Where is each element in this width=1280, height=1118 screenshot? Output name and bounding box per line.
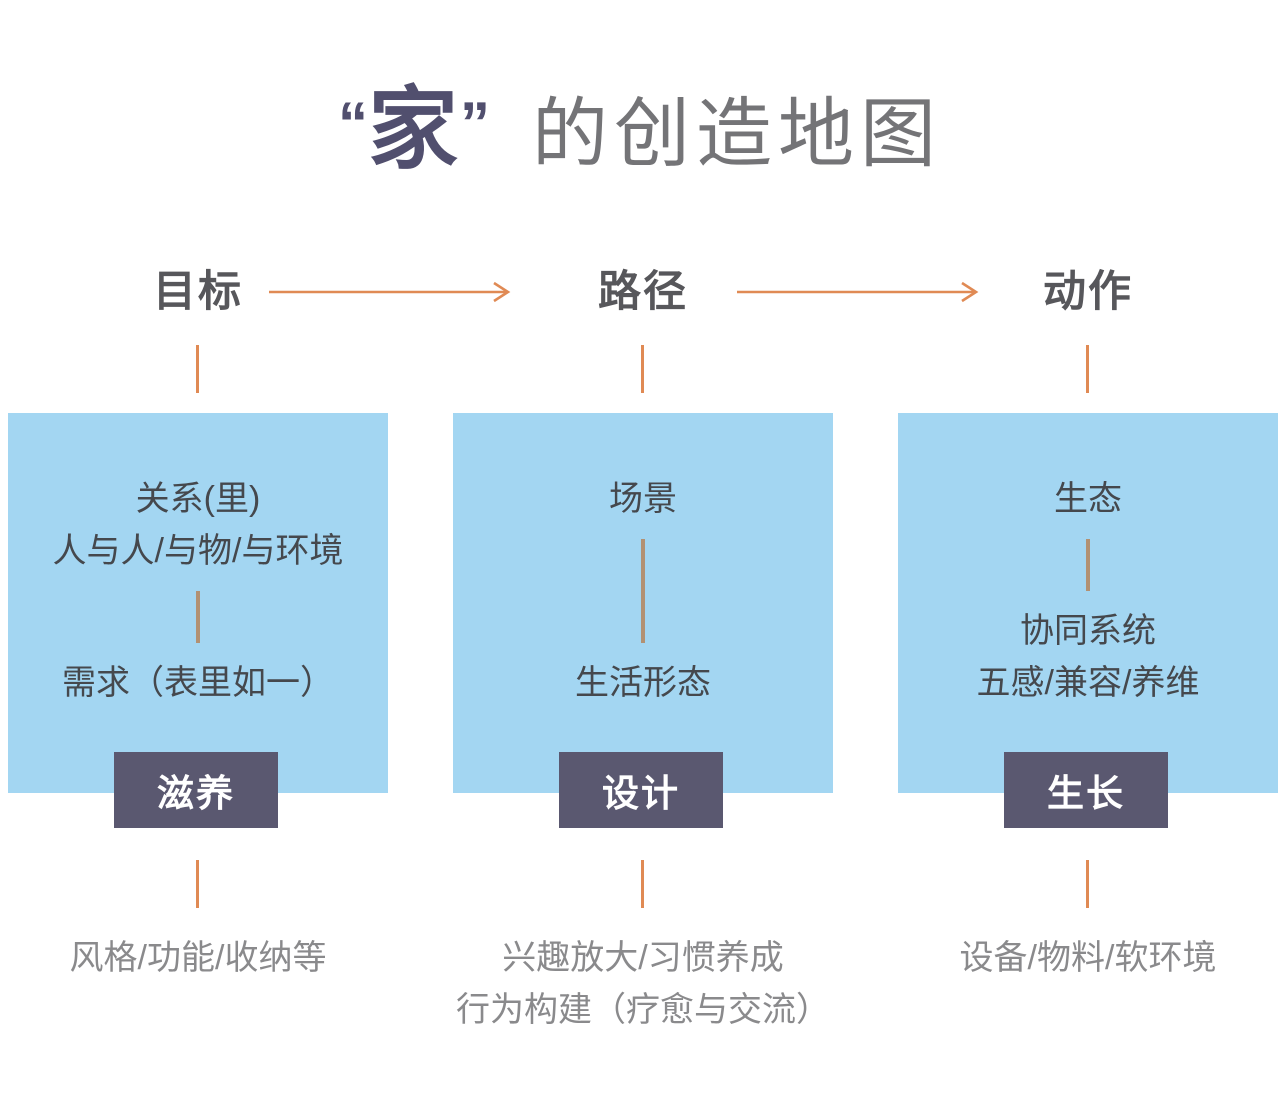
connector-path-bottom xyxy=(641,860,644,908)
box-goal-line: 关系(里) xyxy=(135,480,261,518)
footer-action-line: 设备/物料/软环境 xyxy=(959,939,1217,977)
box-action-line: 五感/兼容/养维 xyxy=(976,664,1200,702)
connector-goal-top xyxy=(196,345,199,393)
header-action: 动作 xyxy=(1043,268,1133,316)
box-goal-divider-line xyxy=(196,591,200,643)
title-suffix: 的创造地图 xyxy=(532,92,942,177)
connector-path-top xyxy=(641,345,644,393)
footer-path-line: 行为构建（疗愈与交流） xyxy=(456,991,830,1029)
connector-action-top xyxy=(1086,345,1089,393)
box-goal-line: 需求（表里如一） xyxy=(62,664,334,702)
title-open-quote: “ xyxy=(338,90,368,157)
title-close-quote: ” xyxy=(460,90,490,157)
box-path-divider-line xyxy=(641,539,645,643)
box-action-line: 生态 xyxy=(1054,480,1122,518)
footer-path-line: 兴趣放大/习惯养成 xyxy=(502,939,784,977)
footer-goal-line: 风格/功能/收纳等 xyxy=(69,939,327,977)
box-path: 场景 生活形态 xyxy=(453,413,833,793)
badge-design: 设计 xyxy=(559,752,723,828)
arrow-right-path-to-action-icon xyxy=(737,281,979,303)
box-action: 生态 协同系统 五感/兼容/养维 xyxy=(898,413,1278,793)
connector-goal-bottom xyxy=(196,860,199,908)
header-goal: 目标 xyxy=(153,268,243,316)
connector-action-bottom xyxy=(1086,860,1089,908)
badge-grow: 生长 xyxy=(1004,752,1168,828)
box-goal: 关系(里) 人与人/与物/与环境 需求（表里如一） xyxy=(8,413,388,793)
box-path-line: 生活形态 xyxy=(575,664,711,702)
title-keyword-home: 家 xyxy=(368,80,460,180)
box-action-divider-line xyxy=(1086,539,1090,591)
footer-goal: 风格/功能/收纳等 xyxy=(0,932,433,984)
box-path-line: 场景 xyxy=(609,480,677,518)
arrow-right-goal-to-path-icon xyxy=(269,281,511,303)
footer-path: 兴趣放大/习惯养成 行为构建（疗愈与交流） xyxy=(408,932,878,1036)
header-path: 路径 xyxy=(598,268,688,316)
badge-nourish: 滋养 xyxy=(114,752,278,828)
footer-action: 设备/物料/软环境 xyxy=(853,932,1280,984)
page-title: “家” 的创造地图 xyxy=(0,58,1280,222)
box-goal-line: 人与人/与物/与环境 xyxy=(52,532,344,570)
box-action-line: 协同系统 xyxy=(1020,612,1156,650)
